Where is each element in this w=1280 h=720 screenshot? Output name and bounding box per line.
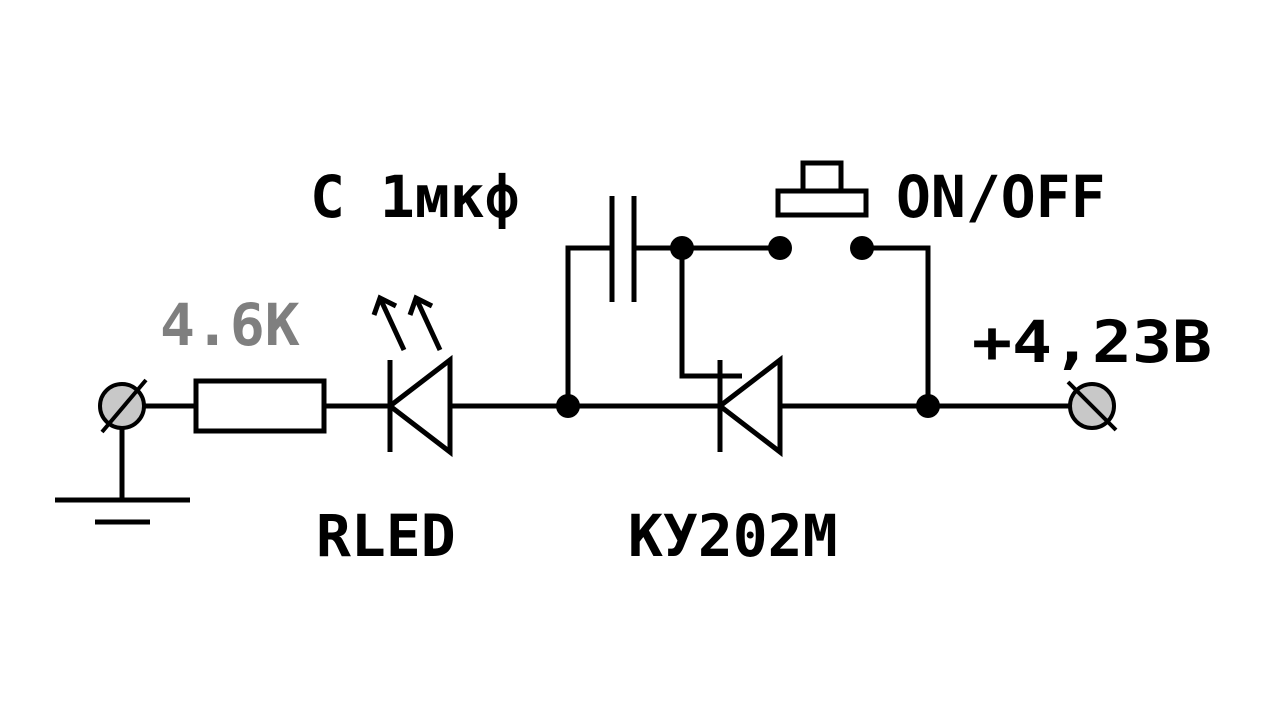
resistor-label: 4.6K <box>160 291 300 359</box>
light-emission-arrows-icon <box>371 294 443 352</box>
junction-dot-left <box>556 394 580 418</box>
thyristor-label: КУ202М <box>628 502 838 570</box>
junction-dot-gate <box>670 236 694 260</box>
wire-capacitor-left <box>565 245 610 406</box>
switch-label: ON/OFF <box>896 163 1106 231</box>
junction-dot-right <box>916 394 940 418</box>
wire-switch-right <box>862 245 931 406</box>
resistor-symbol <box>193 378 327 434</box>
right-terminal-icon <box>1066 380 1118 432</box>
thyristor-symbol <box>715 354 783 458</box>
push-button-switch-icon <box>768 160 874 260</box>
wire-thyristor-gate <box>679 248 742 379</box>
capacitor-label: С 1мкф <box>310 163 520 231</box>
capacitor-symbol <box>609 196 637 302</box>
led-label: RLED <box>316 502 456 570</box>
left-terminal-icon <box>98 378 148 434</box>
supply-voltage-label: +4,23В <box>972 308 1212 376</box>
led-symbol <box>385 354 453 458</box>
